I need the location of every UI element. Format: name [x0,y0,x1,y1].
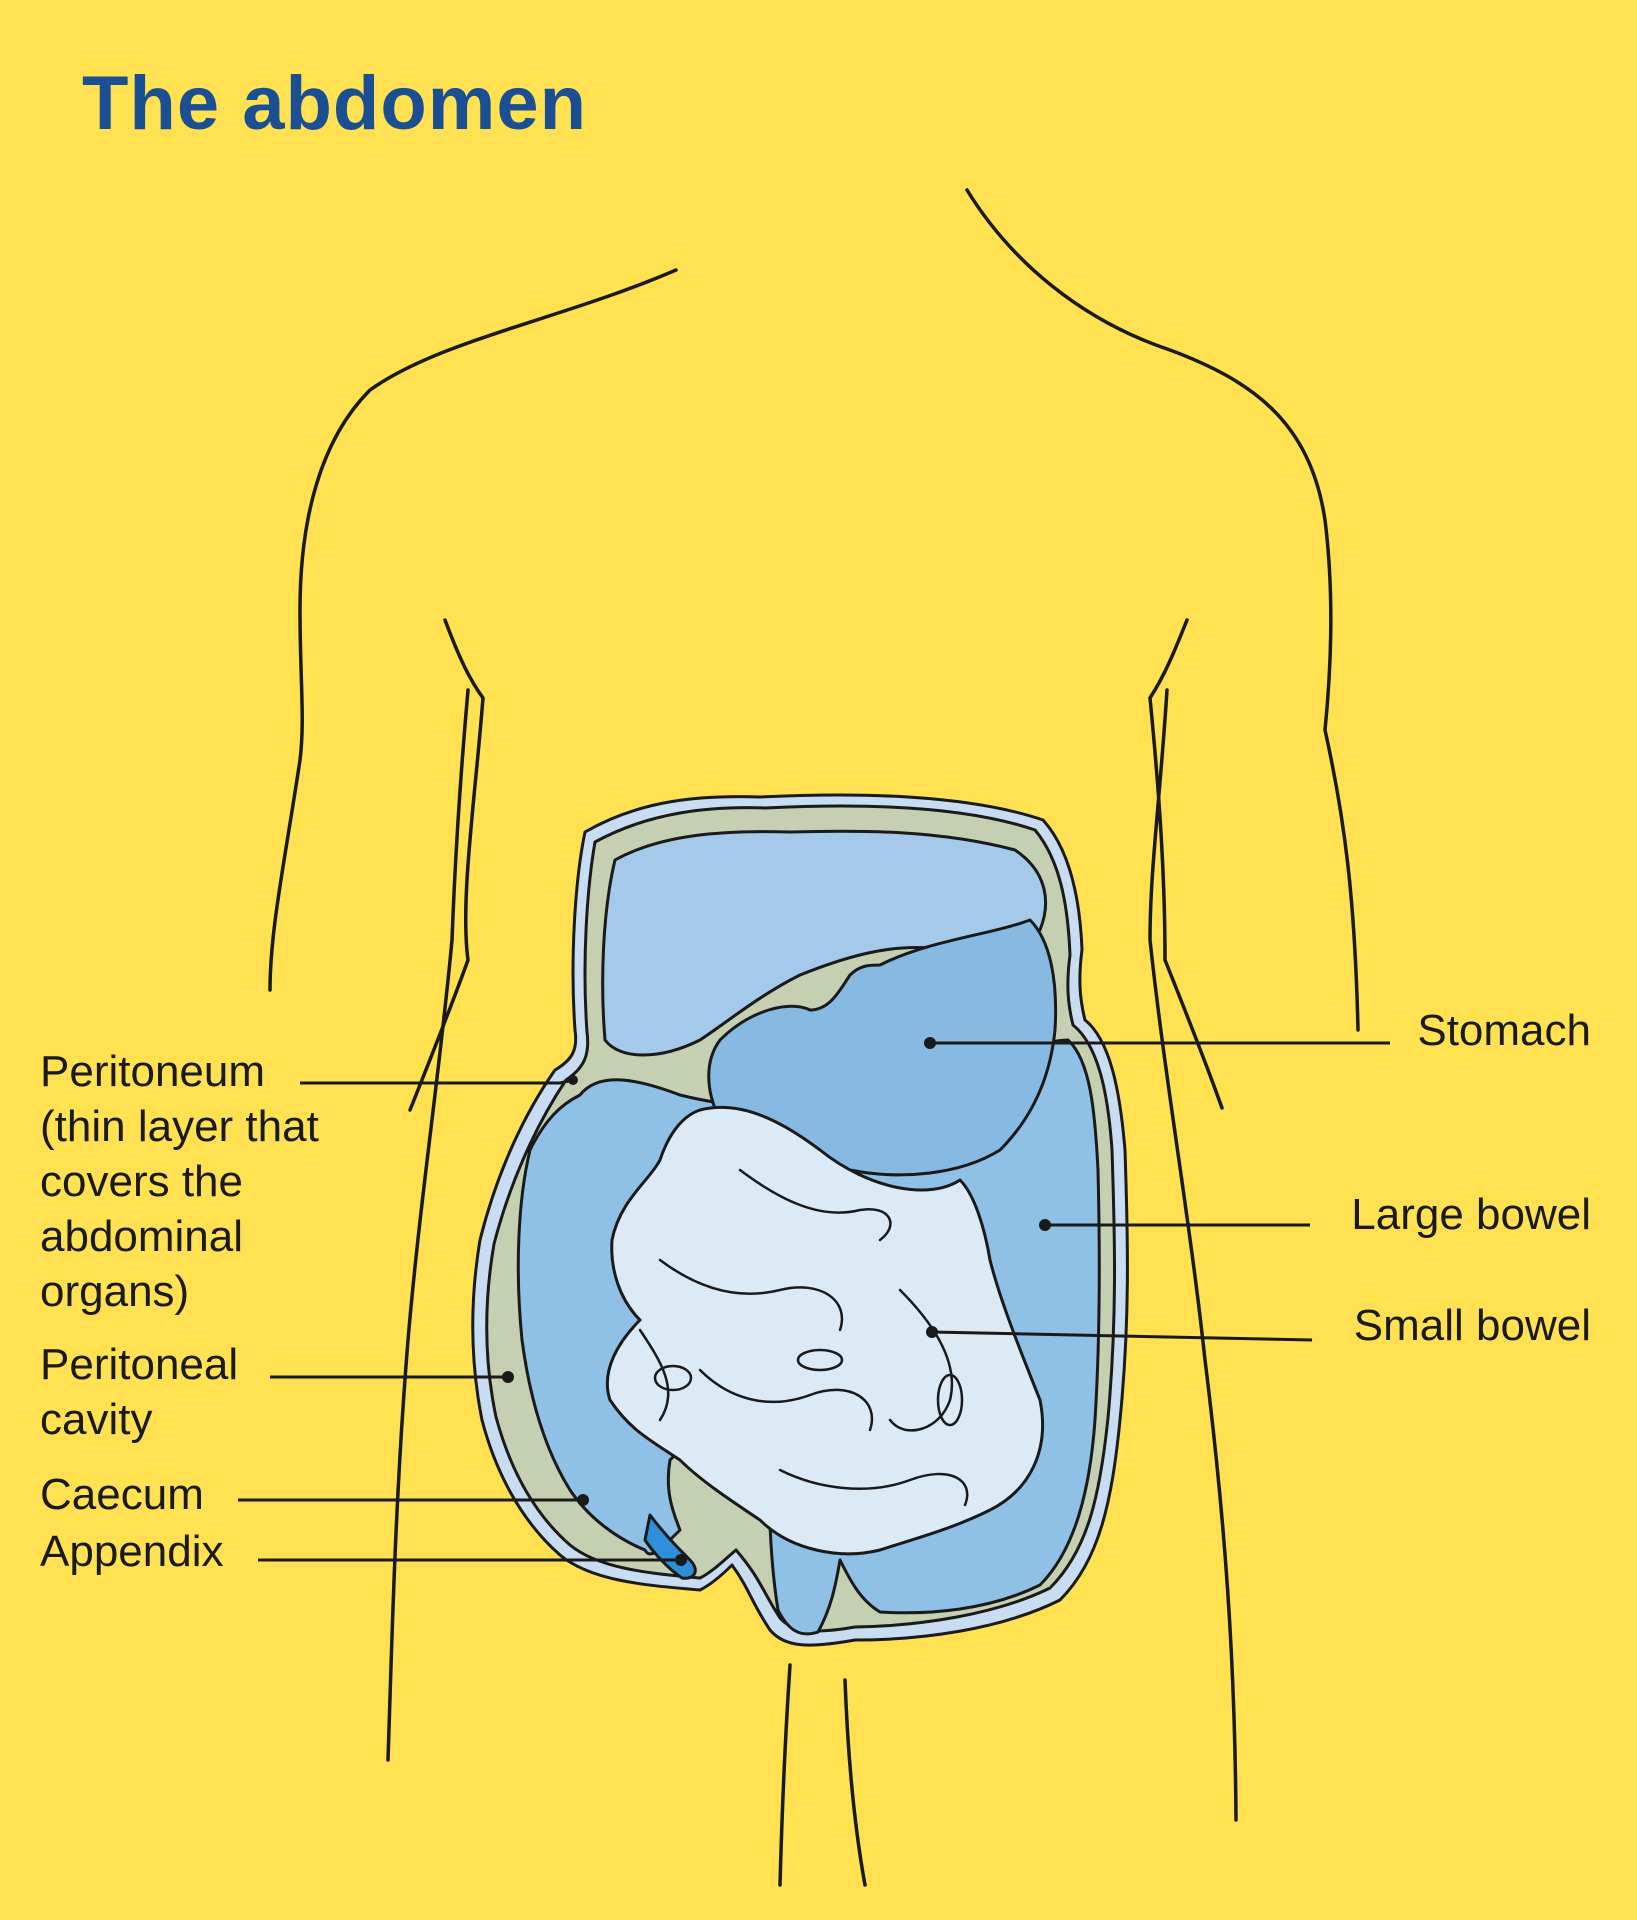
label-peritoneum-line-4: abdominal [40,1212,244,1261]
label-peritoneum-line-3: covers the [40,1157,243,1206]
leader-small-bowel [931,1330,1313,1342]
label-small-bowel: Small bowel [1353,1301,1591,1350]
leader-dot-small-bowel [926,1326,938,1338]
right-torso-outline [1148,688,1238,1822]
bowel-loop-3 [936,1373,964,1427]
bowel-coil-2 [658,1258,844,1332]
label-peritoneal-cavity: Peritoneal cavity [40,1337,238,1447]
page-title: The abdomen [82,61,588,146]
left-inner-arm-outline [408,618,485,1112]
bowel-loop-1 [653,1364,693,1392]
bowel-coil-3 [698,1368,874,1432]
left-inner-leg-outline [778,1663,792,1887]
right-inner-arm-outline [1148,618,1224,1110]
leader-dot-appendix [675,1554,687,1566]
label-stomach: Stomach [1417,1006,1591,1055]
label-large-bowel: Large bowel [1351,1190,1591,1239]
leader-dot-stomach [924,1037,936,1049]
bowel-coil-6 [638,1328,670,1422]
bowel-loop-2 [796,1348,844,1372]
left-torso-outline [386,688,470,1762]
left-shoulder-arm-outline [268,268,678,992]
right-inner-leg-outline [843,1678,867,1887]
bowel-coil-1 [738,1168,892,1242]
label-peritoneal-cavity-line-1: Peritoneal [40,1340,239,1389]
label-peritoneum-line-1: Peritoneum [40,1047,266,1096]
bowel-coil-4 [888,1288,954,1432]
label-peritoneum-line-5: organs) [40,1267,190,1316]
bowel-coil-5 [778,1468,969,1507]
label-peritoneum: Peritoneum (thin layer that covers the a… [40,1044,319,1319]
body-outline [268,188,1360,1887]
leader-dot-large-bowel [1039,1219,1051,1231]
small-bowel [605,1105,1045,1556]
leader-dot-caecum [577,1494,589,1506]
leader-dot-peritoneal-cavity [502,1371,514,1383]
label-peritoneal-cavity-line-2: cavity [40,1395,153,1444]
small-bowel-coils [638,1168,969,1507]
leader-lines [238,1037,1390,1566]
label-caecum: Caecum [40,1470,204,1519]
right-shoulder-arm-outline [965,188,1360,1032]
label-peritoneum-line-2: (thin layer that [40,1102,319,1151]
label-appendix: Appendix [40,1527,224,1576]
leader-dot-peritoneum [568,1075,578,1085]
